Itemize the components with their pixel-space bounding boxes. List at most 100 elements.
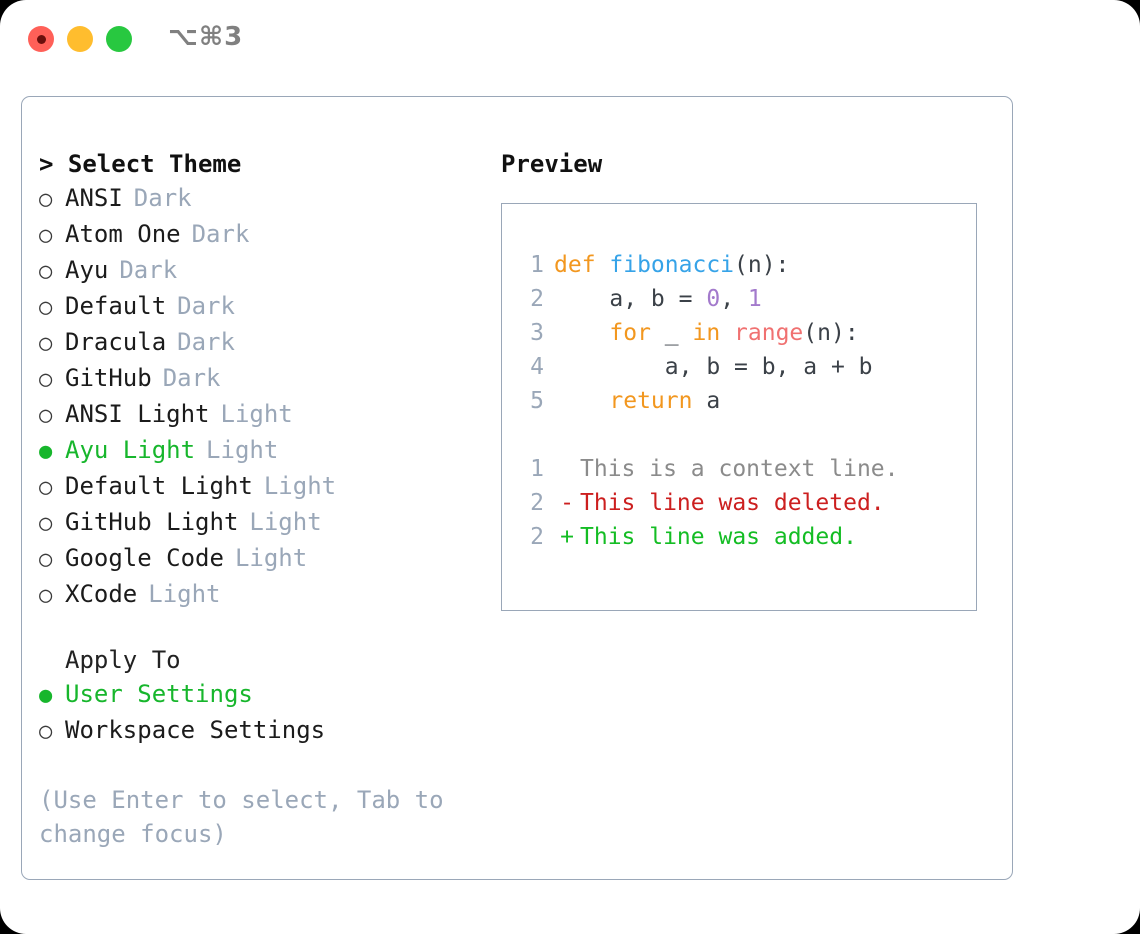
radio-selected-icon: ● (39, 439, 53, 464)
theme-option-variant: Dark (177, 328, 235, 356)
theme-option-ayu-light[interactable]: ● Ayu Light Light (39, 433, 499, 469)
theme-option-variant: Light (206, 436, 279, 464)
diff-text: This line was deleted. (580, 490, 885, 516)
theme-option-variant: Dark (177, 292, 235, 320)
code-token: in (692, 320, 721, 346)
line-number: 4 (530, 354, 544, 380)
theme-option-label: ANSI Light (65, 400, 210, 428)
radio-selected-icon: ● (39, 683, 53, 708)
code-text: return a (554, 384, 720, 418)
diff-marker: - (560, 490, 574, 516)
line-number: 2 (530, 286, 544, 312)
diff-line: 2 +This line was added. (514, 520, 899, 554)
preview-title: Preview (501, 150, 603, 178)
diff-marker: + (560, 524, 574, 550)
theme-option-label: GitHub Light (65, 508, 239, 536)
radio-unselected-icon: ○ (39, 367, 53, 392)
apply-to-header-text: Apply To (65, 646, 181, 674)
code-text: a, b = 0, 1 (554, 282, 762, 316)
code-line: 2 a, b = 0, 1 (514, 282, 899, 316)
theme-option-label: Dracula (65, 328, 167, 356)
code-token: (n): (734, 252, 790, 278)
code-token: a, b = (554, 286, 707, 312)
diff-line: 1 This is a context line. (514, 452, 899, 486)
theme-option-default[interactable]: ○ Default Dark (39, 289, 499, 325)
theme-option-variant: Dark (191, 220, 250, 248)
theme-option-variant: Light (234, 544, 308, 572)
radio-unselected-icon: ○ (39, 295, 53, 320)
keyboard-shortcut-label: ⌥⌘3 (168, 22, 244, 52)
title-bar: ⌥⌘3 (0, 0, 1140, 80)
code-token (554, 320, 609, 346)
radio-unselected-icon: ○ (39, 583, 53, 608)
line-number: 2 (530, 524, 544, 550)
help-hint-text: (Use Enter to select, Tab to change focu… (39, 786, 444, 848)
code-token: , (720, 286, 748, 312)
maximize-button[interactable] (106, 26, 132, 52)
theme-option-dracula[interactable]: ○ Dracula Dark (39, 325, 499, 361)
theme-option-ansi-light[interactable]: ○ ANSI Light Light (39, 397, 499, 433)
code-token: 0 (706, 286, 721, 312)
code-token: a (692, 388, 721, 414)
code-line: 5 return a (514, 384, 899, 418)
theme-option-label: ANSI (65, 184, 123, 212)
theme-option-github-light[interactable]: ○ GitHub Light Light (39, 505, 499, 541)
radio-unselected-icon: ○ (39, 259, 53, 284)
theme-option-variant: Dark (133, 184, 192, 212)
theme-option-atom-one[interactable]: ○ Atom One Dark (39, 217, 499, 253)
theme-option-variant: Light (220, 400, 293, 428)
code-text: for _ in range(n): (554, 316, 858, 350)
apply-to-option-label: User Settings (65, 680, 253, 708)
section-spacer (39, 613, 499, 643)
theme-option-variant: Dark (162, 364, 221, 392)
theme-option-google-code[interactable]: ○ Google Code Light (39, 541, 499, 577)
theme-option-label: Google Code (65, 544, 224, 572)
theme-option-variant: Light (249, 508, 322, 536)
code-token: _ (650, 320, 693, 346)
theme-option-variant: Light (148, 580, 221, 608)
theme-option-label: Ayu Light (65, 436, 196, 464)
radio-unselected-icon: ○ (39, 331, 53, 356)
theme-option-label: Default (65, 292, 167, 320)
theme-option-variant: Light (263, 472, 337, 500)
radio-unselected-icon: ○ (39, 223, 53, 248)
theme-option-label: Default Light (65, 472, 253, 500)
radio-unselected-icon: ○ (39, 719, 53, 744)
code-token: def (554, 252, 610, 278)
code-token: range (734, 320, 804, 346)
code-token: 1 (747, 286, 762, 312)
code-line: 1 def fibonacci(n): (514, 248, 899, 282)
code-text: def fibonacci(n): (554, 248, 789, 282)
theme-option-label: Atom One (65, 220, 181, 248)
line-number: 3 (530, 320, 544, 346)
apply-to-header: Apply To (39, 643, 499, 677)
radio-unselected-icon: ○ (39, 187, 53, 212)
close-button[interactable] (28, 26, 54, 52)
select-theme-header: > Select Theme (39, 150, 242, 178)
code-blank-line (514, 418, 899, 452)
minimize-button[interactable] (67, 26, 93, 52)
line-number: 1 (530, 252, 544, 278)
radio-unselected-icon: ○ (39, 511, 53, 536)
apply-to-option-user-settings[interactable]: ● User Settings (39, 677, 499, 713)
radio-unselected-icon: ○ (39, 547, 53, 572)
theme-option-variant: Dark (119, 256, 178, 284)
diff-text: This is a context line. (580, 456, 899, 482)
diff-marker (554, 452, 580, 486)
radio-unselected-icon: ○ (39, 403, 53, 428)
apply-to-option-workspace-settings[interactable]: ○Workspace Settings (39, 713, 499, 749)
line-number: 5 (530, 388, 544, 414)
code-line: 3 for _ in range(n): (514, 316, 899, 350)
theme-option-ansi[interactable]: ○ ANSI Dark (39, 181, 499, 217)
diff-text: This line was added. (580, 524, 857, 550)
code-token: for (609, 320, 651, 346)
